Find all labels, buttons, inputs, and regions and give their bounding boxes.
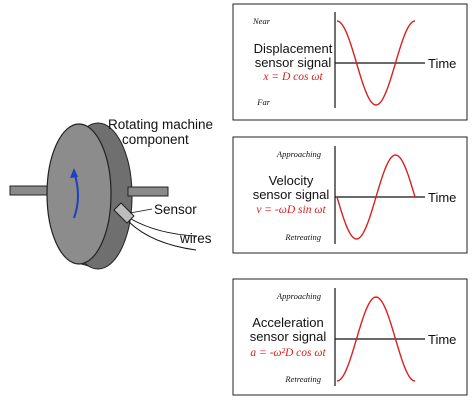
machine-illustration: Rotating machine component Sensor wires (9, 117, 213, 270)
top-label: Near (252, 16, 271, 26)
time-axis-label: Time (428, 332, 456, 347)
sensor-probe (113, 202, 197, 251)
time-axis-label: Time (428, 56, 456, 71)
time-axis-label: Time (428, 190, 456, 205)
shaft-right (127, 186, 169, 197)
panel-title-line1: Acceleration (252, 315, 324, 330)
bottom-label: Far (256, 97, 270, 107)
sensor-label: Sensor (154, 202, 197, 217)
sensor-leader-line (129, 208, 153, 214)
signal-waveform (336, 154, 416, 240)
wire-2 (128, 221, 197, 251)
top-label: Approaching (276, 149, 321, 159)
panel-velocity: Approaching Retreating Velocity sensor s… (232, 136, 468, 254)
bottom-label: Retreating (284, 232, 321, 242)
panel-formula: x = D cos ωt (262, 71, 323, 83)
panel-frame (232, 278, 468, 396)
rotation-arrow-head (70, 168, 78, 178)
panel-formula: v = -ωD sin ωt (256, 204, 326, 216)
panel-title-line2: sensor signal (250, 329, 327, 344)
panel-title-line1: Displacement (254, 41, 333, 56)
signal-waveform (336, 20, 416, 106)
panel-title-line2: sensor signal (255, 55, 332, 70)
panel-frame (232, 3, 468, 121)
bottom-label: Retreating (284, 374, 321, 384)
disc-face (46, 123, 112, 265)
signal-waveform (336, 296, 416, 382)
panel-title-line1: Velocity (269, 173, 314, 188)
wire-1 (130, 218, 197, 237)
component-label-line1: Rotating machine (108, 117, 213, 132)
panel-acceleration: Approaching Retreating Acceleration sens… (232, 278, 468, 396)
panel-title-line2: sensor signal (253, 187, 330, 202)
panel-displacement: Near Far Displacement sensor signal x = … (232, 3, 468, 121)
wires-label: wires (179, 231, 212, 246)
top-label: Approaching (276, 291, 321, 301)
component-label-line2: component (122, 132, 189, 147)
panel-formula: a = -ω²D cos ωt (250, 347, 326, 359)
